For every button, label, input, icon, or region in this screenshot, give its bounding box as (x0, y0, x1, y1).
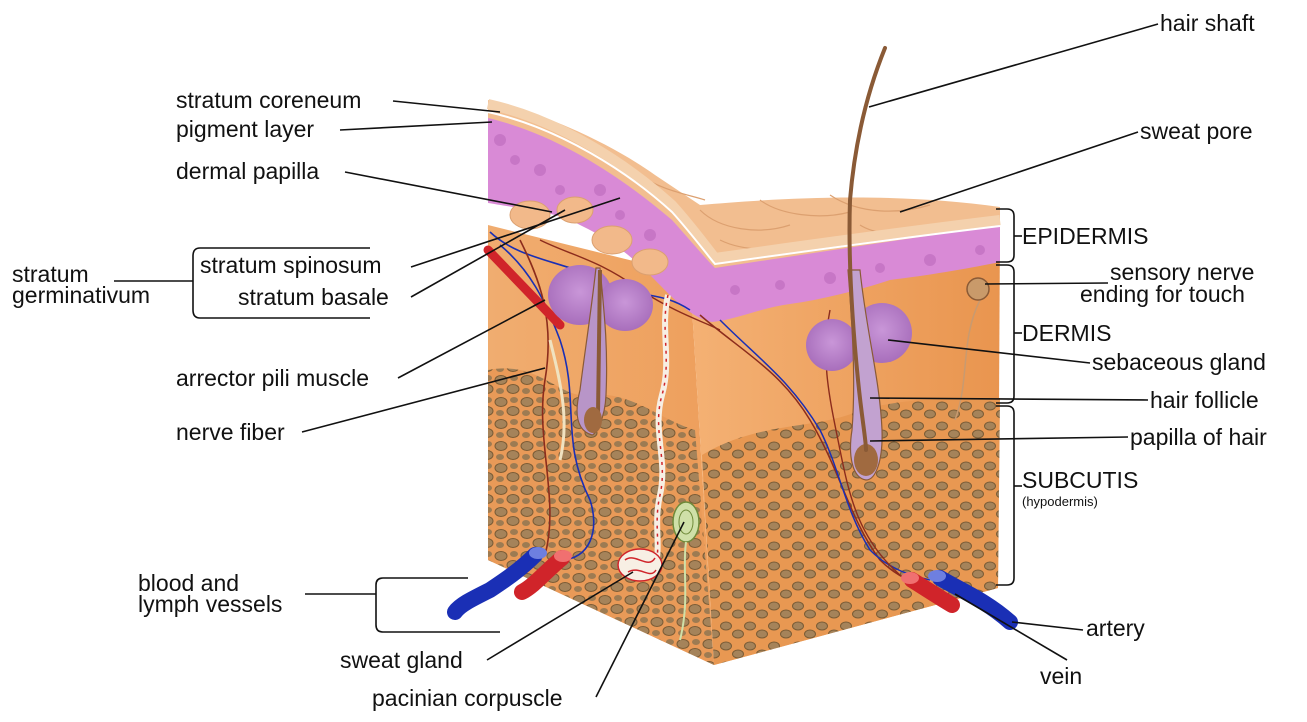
label-nerve-fiber: nerve fiber (176, 419, 285, 445)
label-epidermis: EPIDERMIS (1022, 223, 1149, 249)
label-pigment-layer: pigment layer (176, 116, 314, 142)
label-hair-follicle: hair follicle (1150, 387, 1259, 413)
label-dermal-papilla: dermal papilla (176, 158, 319, 184)
label-stratum-germinativum-2: germinativum (12, 282, 150, 308)
label-sweat-gland: sweat gland (340, 647, 463, 673)
label-arrector-pili: arrector pili muscle (176, 365, 369, 391)
label-artery: artery (1086, 615, 1145, 641)
label-stratum-coreneum: stratum coreneum (176, 87, 361, 113)
label-sebaceous-gland: sebaceous gland (1092, 349, 1266, 375)
label-stratum-spinosum: stratum spinosum (200, 252, 382, 278)
label-blood-lymph-2: lymph vessels (138, 591, 282, 617)
label-hair-shaft: hair shaft (1160, 10, 1255, 36)
right-sebaceous-gland (806, 319, 858, 371)
label-sensory-nerve-2: ending for touch (1080, 281, 1245, 307)
sensory-nerve-ending (967, 278, 989, 300)
label-vein: vein (1040, 663, 1082, 689)
label-papilla-of-hair: papilla of hair (1130, 424, 1267, 450)
label-stratum-basale: stratum basale (238, 284, 389, 310)
skin-block (455, 48, 1010, 665)
label-subcutis: SUBCUTIS (1022, 467, 1138, 493)
label-hypodermis: (hypodermis) (1022, 494, 1098, 509)
label-sweat-pore: sweat pore (1140, 118, 1253, 144)
label-dermis: DERMIS (1022, 320, 1111, 346)
label-pacinian: pacinian corpuscle (372, 685, 563, 711)
